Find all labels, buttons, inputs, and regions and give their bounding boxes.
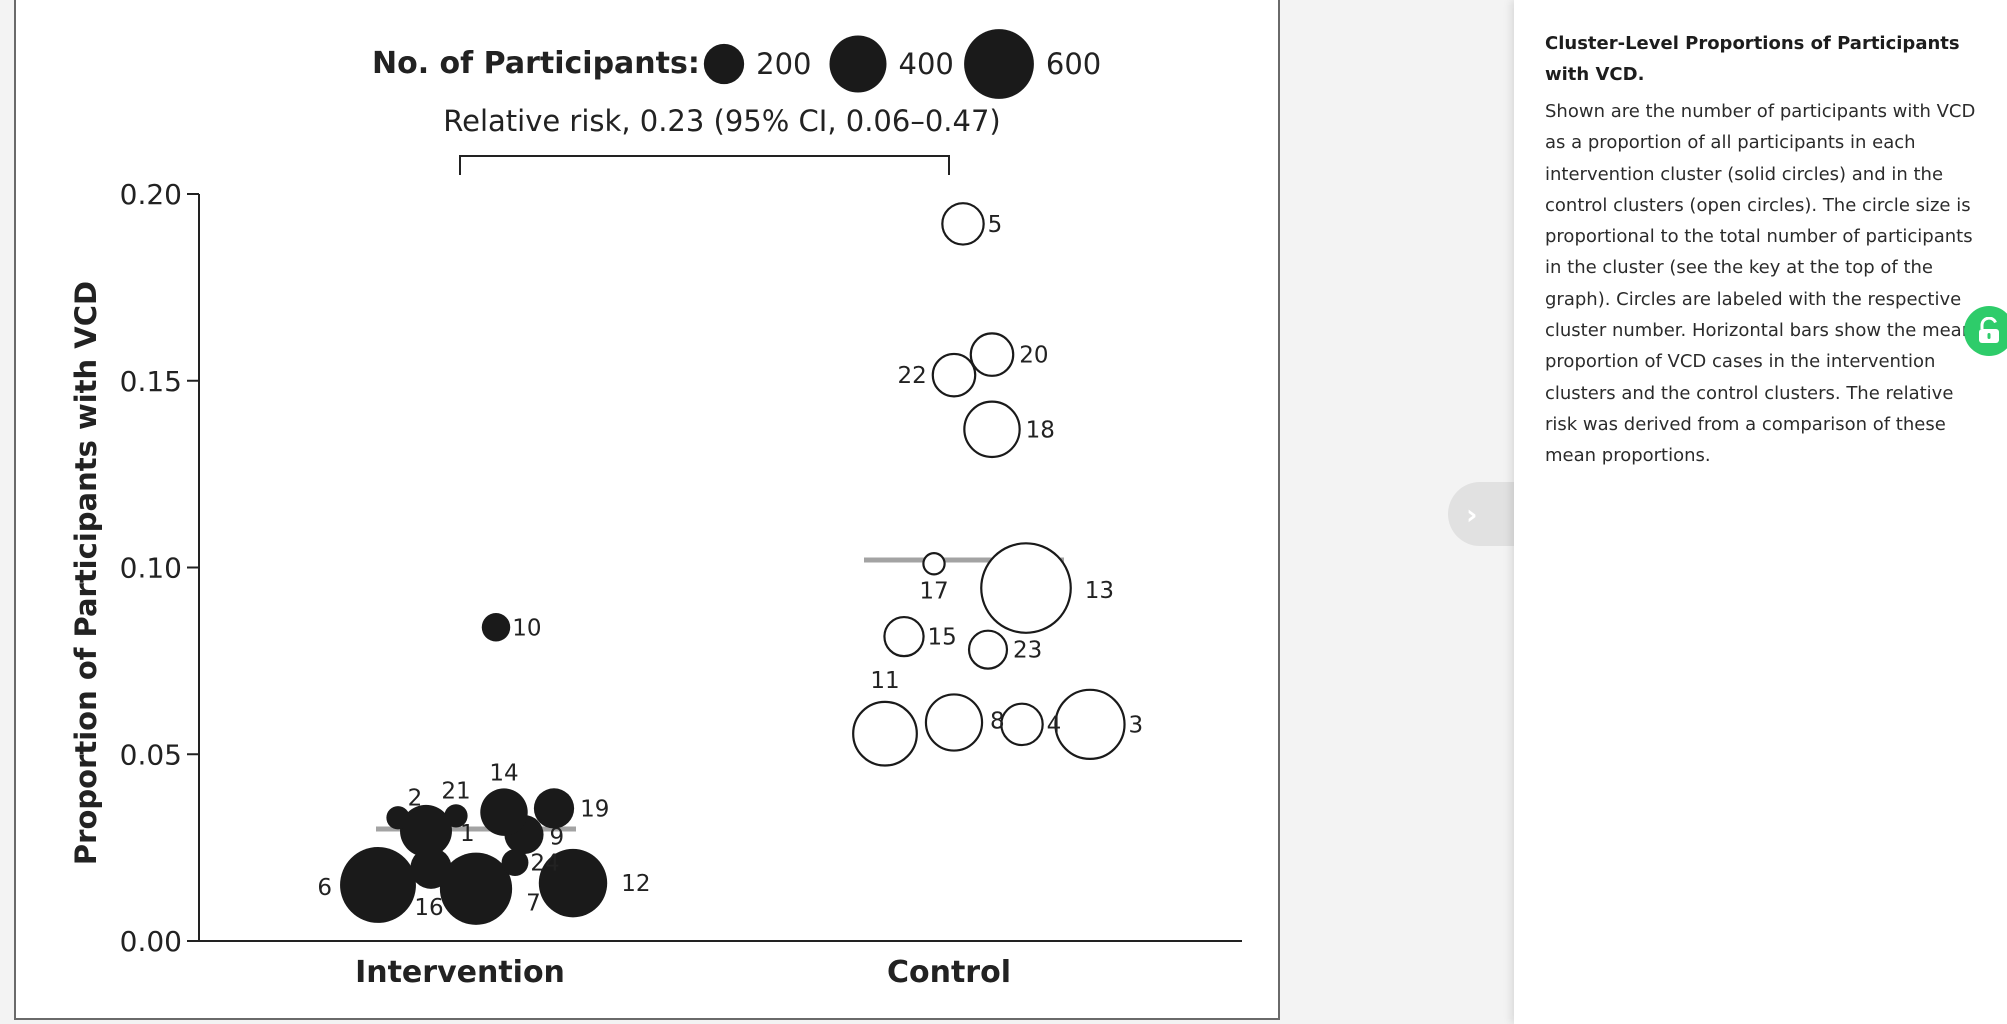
cluster-point-7 [439, 852, 513, 925]
cluster-label-12: 12 [621, 871, 650, 897]
caption-panel: Cluster-Level Proportions of Participant… [1514, 0, 2007, 1024]
cluster-label-15: 15 [928, 625, 957, 651]
cluster-label-7: 7 [526, 891, 541, 917]
cluster-point-1 [400, 804, 452, 857]
legend-circle-600 [964, 29, 1034, 99]
cluster-point-23 [967, 629, 1009, 670]
cluster-point-3 [1054, 688, 1126, 761]
cluster-label-10: 10 [512, 615, 541, 641]
chart-frame: No. of Participants: 200 400 600 Relative … [14, 0, 1280, 1020]
cluster-label-24: 24 [530, 851, 559, 877]
cluster-point-14 [480, 788, 528, 836]
caption-body: Shown are the number of participants wit… [1545, 101, 1976, 467]
cluster-label-4: 4 [1047, 712, 1062, 738]
y-axis-ticks: 0.00 0.05 0.10 0.15 0.20 [120, 178, 199, 958]
cluster-point-24 [501, 849, 529, 876]
cluster-point-21 [444, 804, 468, 828]
cluster-point-20 [969, 332, 1015, 377]
cluster-point-16 [410, 847, 452, 889]
legend-label-400: 400 [899, 47, 954, 81]
cluster-label-22: 22 [898, 363, 927, 389]
cluster-label-14: 14 [489, 760, 518, 786]
cluster-point-18 [963, 400, 1021, 459]
size-legend: 200 400 600 [703, 29, 1101, 99]
comparison-bracket [459, 155, 950, 175]
y-tick-label: 0.05 [120, 738, 182, 771]
size-legend-title: No. of Participants: [372, 46, 700, 81]
y-axis-label: Proportion of Participants with VCD [69, 281, 103, 865]
cluster-point-12 [538, 848, 608, 918]
cluster-label-18: 18 [1026, 417, 1055, 443]
unlock-icon[interactable] [1964, 306, 2007, 356]
cluster-label-8: 8 [990, 709, 1005, 735]
cluster-scatter-chart: No. of Participants: 200 400 600 Relative … [69, 29, 1242, 990]
x-category-label-intervention: Intervention [355, 955, 565, 990]
cluster-label-19: 19 [580, 796, 609, 822]
cluster-point-22 [931, 352, 977, 398]
cluster-label-9: 9 [550, 825, 565, 851]
cluster-point-8 [924, 693, 984, 752]
y-tick-label: 0.00 [120, 925, 182, 958]
y-tick-label: 0.15 [120, 365, 182, 398]
collapse-panel-button[interactable]: › [1448, 482, 1516, 546]
cluster-point-11 [852, 700, 918, 767]
cluster-point-19 [533, 788, 575, 829]
legend-label-200: 200 [756, 47, 811, 81]
cluster-point-5 [941, 202, 985, 246]
cluster-label-3: 3 [1129, 712, 1144, 738]
cluster-label-13: 13 [1085, 578, 1114, 604]
cluster-point-13 [980, 542, 1072, 634]
y-tick-label: 0.10 [120, 552, 182, 585]
cluster-label-11: 11 [870, 668, 899, 694]
cluster-label-16: 16 [414, 895, 443, 921]
cluster-label-20: 20 [1019, 343, 1048, 369]
caption-title: Cluster-Level Proportions of Participant… [1545, 33, 1960, 85]
cluster-label-6: 6 [317, 875, 332, 901]
cluster-label-21: 21 [441, 778, 470, 804]
legend-circle-400 [829, 35, 887, 93]
x-category-label-control: Control [887, 955, 1011, 990]
cluster-label-5: 5 [988, 212, 1003, 238]
cluster-point-4 [1000, 702, 1044, 747]
legend-circle-200 [703, 43, 745, 85]
y-tick-label: 0.20 [120, 178, 182, 211]
cluster-label-2: 2 [408, 786, 423, 812]
cluster-point-15 [883, 615, 925, 658]
cluster-point-10 [481, 613, 511, 642]
cluster-label-1: 1 [460, 821, 475, 847]
cluster-label-17: 17 [919, 578, 948, 604]
chevron-right-icon: › [1466, 497, 1478, 531]
relative-risk-annotation: Relative risk, 0.23 (95% CI, 0.06–0.47) [443, 104, 1000, 138]
cluster-point-2 [386, 806, 410, 830]
legend-label-600: 600 [1046, 47, 1101, 81]
figure-panel: No. of Participants: 200 400 600 Relative … [14, 0, 1280, 1020]
cluster-label-23: 23 [1013, 638, 1042, 664]
cluster-point-6 [340, 847, 416, 923]
cluster-point-17 [922, 552, 946, 576]
